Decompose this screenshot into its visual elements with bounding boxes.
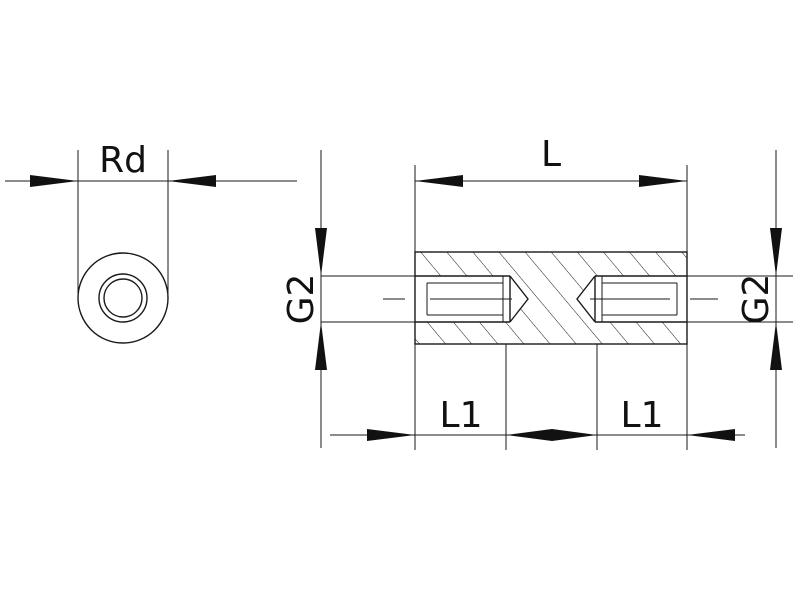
rd-dimension: Rd xyxy=(5,140,297,295)
depth-dimensions: L1 L1 xyxy=(330,344,745,450)
right-drill-point xyxy=(576,275,596,323)
end-view-outer-circle xyxy=(77,252,169,344)
left-drill-point xyxy=(509,275,529,323)
thread-dimension-right: G2 xyxy=(687,150,793,448)
g2-right-arrow-top xyxy=(770,228,782,276)
l1-arrow-4 xyxy=(687,429,735,441)
length-arrow-left xyxy=(415,175,463,187)
l1-right-label: L1 xyxy=(621,395,664,436)
end-view-bore-circle xyxy=(103,278,143,318)
end-view-thread-major-circle xyxy=(98,273,148,323)
g2-left-arrow-bottom xyxy=(315,322,327,370)
hatched-section xyxy=(415,252,687,344)
g2-right-arrow-bottom xyxy=(770,322,782,370)
rd-label: Rd xyxy=(99,140,147,181)
end-view: Rd xyxy=(5,140,297,344)
thread-dimension-left: G2 xyxy=(281,150,415,448)
rd-arrow-right xyxy=(168,175,216,187)
length-label: L xyxy=(541,134,561,175)
rd-arrow-left xyxy=(30,175,78,187)
length-arrow-right xyxy=(639,175,687,187)
l1-arrow-2 xyxy=(506,429,552,441)
length-dimension: L xyxy=(414,134,688,252)
g2-left-label: G2 xyxy=(281,274,322,325)
section-view: L G2 G2 xyxy=(281,134,793,450)
g2-right-label: G2 xyxy=(736,274,777,325)
spacer-body-outline xyxy=(414,251,688,345)
l1-arrow-3 xyxy=(552,429,597,441)
l1-arrow-1 xyxy=(367,429,415,441)
g2-left-arrow-top xyxy=(315,228,327,276)
l1-left-label: L1 xyxy=(440,395,483,436)
